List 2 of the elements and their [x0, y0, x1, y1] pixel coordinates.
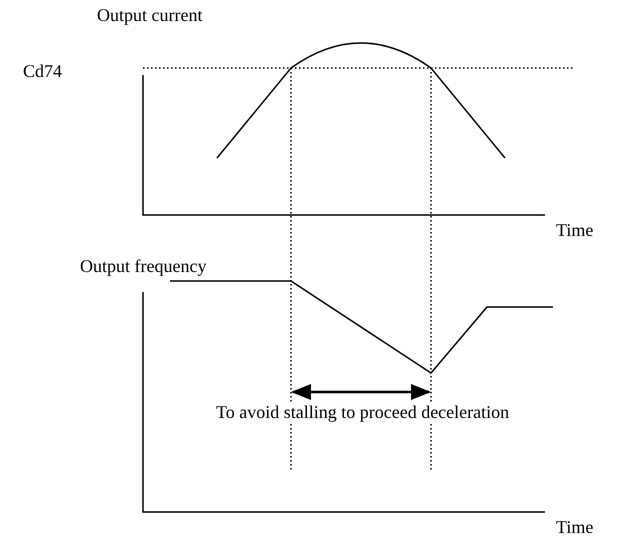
annotation-text: To avoid stalling to proceed deceleration	[216, 402, 510, 422]
axis-title: Output frequency	[80, 256, 206, 276]
